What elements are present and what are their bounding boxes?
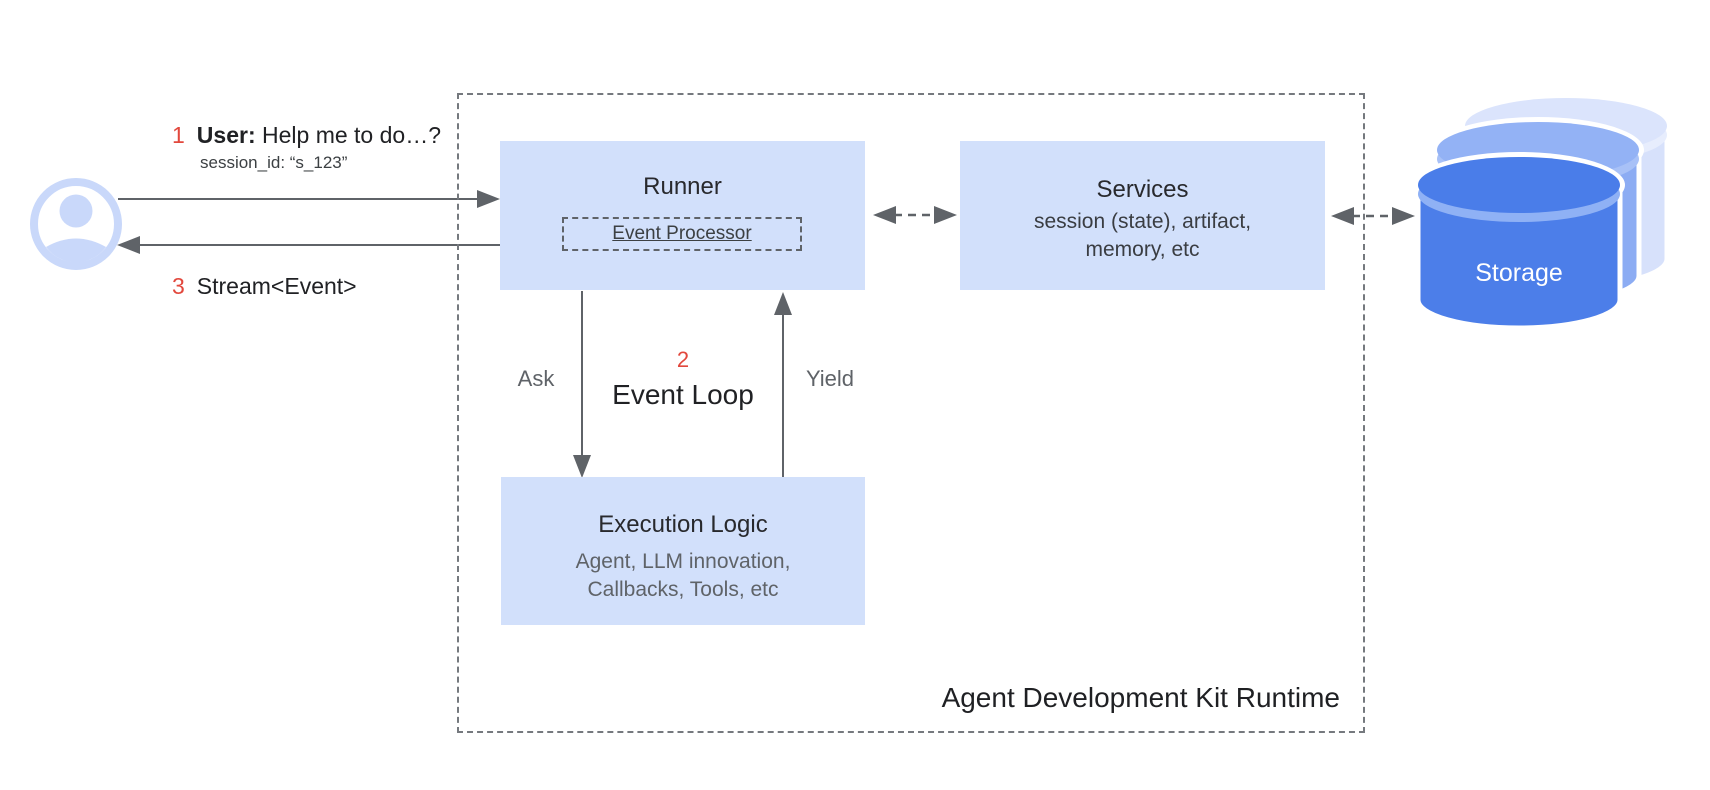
- execution-subtitle-line1: Agent, LLM innovation,: [575, 550, 791, 573]
- storage-label: Storage: [1475, 259, 1563, 287]
- services-title: Services: [1096, 176, 1189, 203]
- runner-title: Runner: [643, 173, 722, 200]
- arrow-ask-down: [573, 291, 591, 478]
- event-loop-number: 2: [676, 347, 690, 372]
- runtime-boundary: [457, 93, 1365, 733]
- arrow-services-storage: [1331, 207, 1415, 225]
- runtime-caption: Agent Development Kit Runtime: [941, 682, 1340, 713]
- database-cylinder-icon: Storage: [1413, 93, 1672, 331]
- services-subtitle: session (state), artifact, memory, etc: [1034, 208, 1251, 264]
- step1-label: 1 User: Help me to do…?: [172, 121, 441, 149]
- step3-stream-text: Stream<Event>: [196, 273, 357, 299]
- session-id-label: session_id: “s_123”: [200, 153, 348, 172]
- execution-logic-box: Execution Logic Agent, LLM innovation, C…: [501, 477, 865, 625]
- user-avatar-icon: [30, 178, 122, 270]
- step3-label: 3 Stream<Event>: [172, 272, 357, 300]
- event-loop-block: 2 Event Loop: [583, 347, 783, 411]
- arrow-yield-up: [774, 292, 792, 477]
- services-subtitle-line2: memory, etc: [1085, 238, 1200, 261]
- event-processor-box: Event Processor: [562, 217, 802, 251]
- step1-number: 1: [172, 122, 185, 148]
- step1-message: Help me to do…?: [262, 122, 441, 148]
- yield-label: Yield: [805, 366, 855, 391]
- execution-logic-subtitle: Agent, LLM innovation, Callbacks, Tools,…: [576, 548, 791, 604]
- arrow-runner-services: [873, 206, 957, 224]
- step1-user-prefix: User:: [196, 122, 256, 148]
- services-subtitle-line1: session (state), artifact,: [1033, 210, 1252, 233]
- ask-label: Ask: [517, 366, 555, 391]
- runner-box: Runner: [500, 141, 865, 290]
- event-processor-label: Event Processor: [612, 223, 752, 244]
- execution-subtitle-line2: Callbacks, Tools, etc: [587, 578, 779, 601]
- services-box: Services session (state), artifact, memo…: [960, 141, 1325, 290]
- event-loop-title: Event Loop: [612, 379, 754, 410]
- arrow-user-to-runner: [118, 190, 500, 208]
- arrow-runner-to-user: [117, 236, 500, 254]
- step3-number: 3: [172, 273, 185, 299]
- step1-text: User: Help me to do…?: [197, 121, 441, 149]
- execution-logic-title: Execution Logic: [598, 511, 768, 538]
